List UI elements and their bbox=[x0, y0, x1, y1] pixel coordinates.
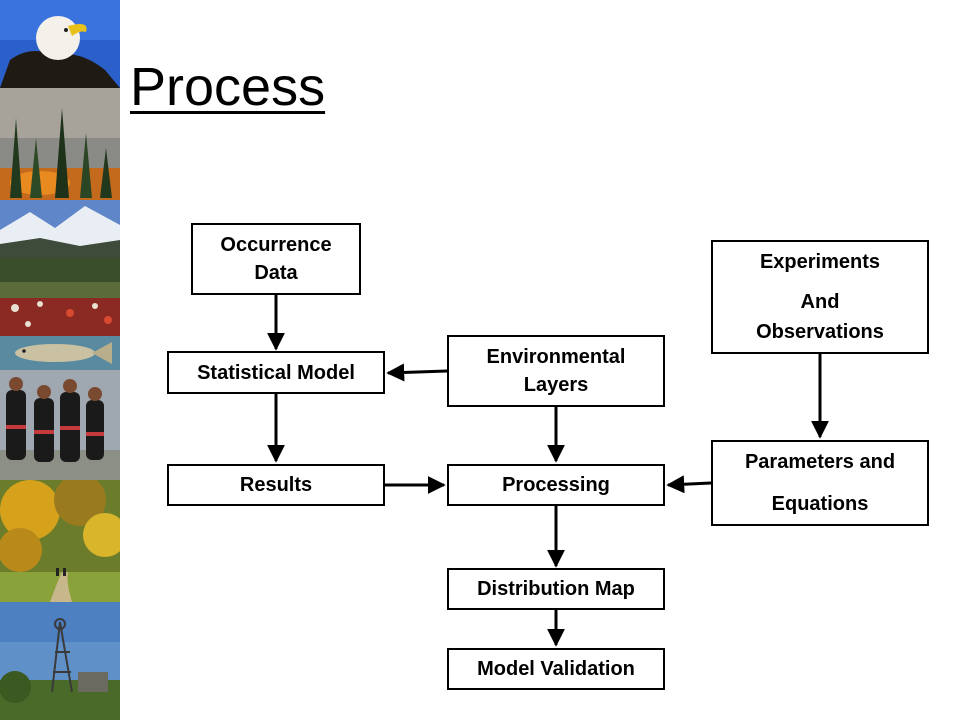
distribution-map-label: Distribution Map bbox=[477, 578, 635, 600]
model-validation-label: Model Validation bbox=[477, 658, 635, 680]
arrow-parameters-to-processing bbox=[666, 475, 712, 494]
slide-title: Process bbox=[130, 57, 326, 117]
model-validation-box: Model Validation bbox=[447, 648, 665, 690]
trout-fish-photo bbox=[0, 336, 120, 370]
results-box: Results bbox=[167, 464, 385, 506]
statistical-model-box: Statistical Model bbox=[167, 351, 385, 394]
people-photo bbox=[0, 370, 120, 480]
environmental-layers-line2: Layers bbox=[523, 374, 589, 396]
occurrence-data-line2: Data bbox=[254, 262, 298, 284]
experiments-line1: Experiments bbox=[759, 251, 881, 273]
parameters-box: Parameters and Equations bbox=[711, 440, 929, 526]
processing-box: Processing bbox=[447, 464, 665, 506]
mine-headframe-photo bbox=[0, 602, 120, 720]
results-label: Results bbox=[239, 474, 313, 496]
environmental-layers-line1: Environmental bbox=[486, 346, 626, 368]
bald-eagle-photo bbox=[0, 0, 120, 88]
parameters-line2: Equations bbox=[771, 493, 869, 515]
distribution-map-box: Distribution Map bbox=[447, 568, 665, 610]
forest-fire-photo bbox=[0, 88, 120, 200]
photo-strip bbox=[0, 0, 120, 720]
occurrence-data-box: Occurrence Data bbox=[191, 223, 361, 295]
experiments-line2: And bbox=[800, 291, 840, 313]
processing-label: Processing bbox=[502, 474, 610, 496]
statistical-model-label: Statistical Model bbox=[197, 361, 355, 384]
occurrence-data-line1: Occurrence bbox=[220, 234, 332, 256]
environmental-layers-box: Environmental Layers bbox=[447, 335, 665, 407]
experiments-line3: Observations bbox=[756, 321, 884, 343]
autumn-forest-photo bbox=[0, 480, 120, 602]
parameters-line1: Parameters and bbox=[744, 451, 896, 473]
snowy-mountains-photo bbox=[0, 200, 120, 258]
experiments-box: Experiments And Observations bbox=[711, 240, 929, 354]
arrow-environmental-to-statistical bbox=[386, 363, 448, 382]
wildflower-meadow-photo bbox=[0, 258, 120, 336]
